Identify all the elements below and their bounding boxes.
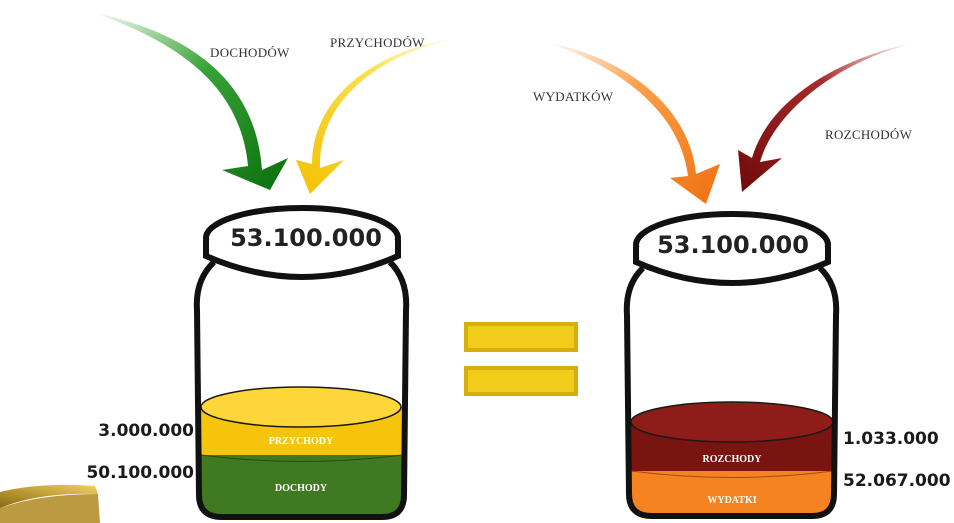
right-jar-total: 53.100.000 bbox=[657, 231, 809, 259]
left-jar: 53.100.000 PRZYCHODY DOCHODY bbox=[193, 205, 410, 520]
right-jar-label-rozchody: ROZCHODY bbox=[703, 454, 763, 465]
arrow-green-icon bbox=[92, 12, 288, 190]
right-jar: 53.100.000 ROZCHODY WYDATKI bbox=[623, 211, 840, 519]
equals-sign bbox=[464, 322, 578, 396]
right-jar-liquid-surface bbox=[630, 401, 834, 443]
left-jar-segment-dochody bbox=[201, 455, 402, 515]
arrow-label-dochodow: DOCHODÓW bbox=[210, 45, 290, 60]
right-jar-label-wydatki: WYDATKI bbox=[707, 495, 756, 506]
right-amount-wydatki: 52.067.000 bbox=[843, 471, 951, 491]
left-amount-przychody: 3.000.000 bbox=[98, 421, 194, 441]
left-jar-total: 53.100.000 bbox=[230, 224, 382, 252]
right-jar-segment-wydatki bbox=[631, 471, 833, 514]
right-jar-body bbox=[623, 265, 840, 519]
arrow-label-przychodow: PRZYCHODÓW bbox=[330, 35, 425, 50]
corner-swoosh-shadow bbox=[0, 494, 100, 523]
arrow-darkred-icon bbox=[738, 42, 918, 192]
left-jar-label-przychody: PRZYCHODY bbox=[269, 436, 334, 447]
left-jar-body bbox=[193, 259, 410, 520]
corner-swoosh-decoration bbox=[0, 484, 98, 508]
arrow-yellow-icon bbox=[296, 38, 462, 194]
left-jar-liquid-surface bbox=[200, 386, 402, 428]
right-amount-rozchody: 1.033.000 bbox=[843, 429, 939, 449]
left-jar-label-dochody: DOCHODY bbox=[275, 483, 328, 494]
arrow-label-wydatkow: WYDATKÓW bbox=[533, 89, 614, 104]
arrow-label-rozchodow: ROZCHODÓW bbox=[825, 127, 913, 142]
arrow-orange-icon bbox=[545, 42, 720, 204]
left-amount-dochody: 50.100.000 bbox=[86, 463, 194, 483]
